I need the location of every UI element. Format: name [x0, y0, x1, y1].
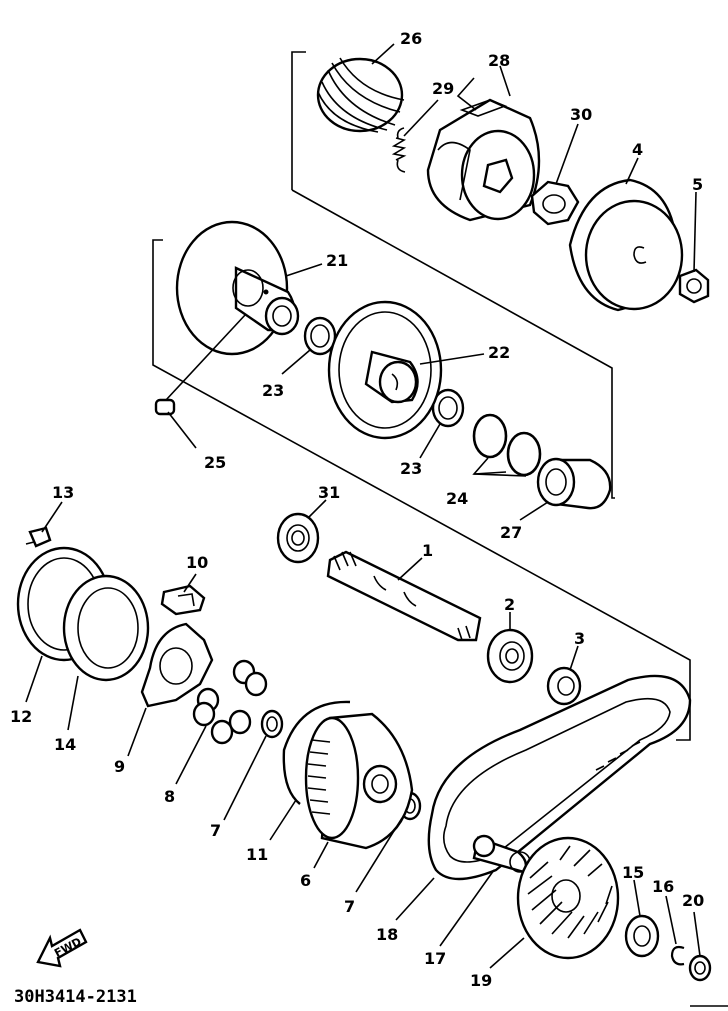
collar-17	[472, 834, 531, 874]
secondary-sliding-sheave-22	[327, 300, 443, 440]
label-29: 29	[432, 79, 454, 98]
label-1: 1	[422, 541, 433, 560]
label-23b: 23	[400, 459, 422, 478]
label-28: 28	[488, 51, 510, 70]
label-9: 9	[114, 757, 125, 776]
label-8: 8	[164, 787, 175, 806]
label-7b: 7	[344, 897, 355, 916]
collar-27	[536, 457, 612, 510]
small-spring-29	[391, 127, 407, 173]
oil-seal-23-upper	[303, 316, 337, 356]
nut-5	[678, 268, 710, 304]
clutch-carrier-28	[426, 98, 541, 222]
screw-13	[25, 526, 52, 548]
washer-20	[688, 954, 712, 982]
group-outline-secondary-sheave	[152, 239, 691, 741]
label-31: 31	[318, 483, 340, 502]
bearing-2	[486, 628, 534, 684]
leader-lines	[25, 43, 701, 969]
label-15: 15	[622, 863, 644, 882]
secondary-fixed-sheave-21	[175, 220, 300, 356]
cam-9	[140, 622, 214, 708]
group-outline-primary-sheave	[291, 51, 615, 499]
nut-30	[530, 180, 580, 226]
oil-seal-23-lower	[431, 388, 465, 428]
label-7a: 7	[210, 821, 221, 840]
slider-10	[160, 584, 206, 616]
fwd-arrow-icon: FWD	[36, 928, 88, 968]
label-17: 17	[424, 949, 446, 968]
bearing-15	[624, 914, 660, 958]
label-27: 27	[500, 523, 522, 542]
label-18: 18	[376, 925, 398, 944]
weights-8	[192, 659, 268, 745]
label-21: 21	[326, 251, 348, 270]
drive-shaft-1	[326, 550, 482, 642]
label-2: 2	[504, 595, 515, 614]
fan-19	[516, 836, 620, 960]
ring-11	[282, 700, 351, 805]
label-12: 12	[10, 707, 32, 726]
o-rings-24	[472, 413, 542, 477]
clutch-housing-4	[568, 178, 684, 312]
label-24: 24	[446, 489, 468, 508]
primary-sliding-sheave-6	[304, 712, 414, 850]
label-19: 19	[470, 971, 492, 990]
label-16: 16	[652, 877, 674, 896]
label-14: 14	[54, 735, 76, 754]
bearing-31	[276, 512, 320, 564]
pin-25	[154, 313, 247, 416]
collar-3	[546, 666, 582, 706]
label-22: 22	[488, 343, 510, 362]
part-labels: 1 2 3 4 5 6 7 7 8 9 10 11 12 13 14 15 16…	[10, 29, 704, 990]
circlip-16	[670, 945, 685, 966]
label-25: 25	[204, 453, 226, 472]
label-6: 6	[300, 871, 311, 890]
label-5: 5	[692, 175, 703, 194]
v-belt-18	[427, 674, 692, 881]
label-20: 20	[682, 891, 704, 910]
label-26: 26	[400, 29, 422, 48]
label-10: 10	[186, 553, 208, 572]
label-11: 11	[246, 845, 268, 864]
label-30: 30	[570, 105, 592, 124]
drawing-code: 30H3414-2131	[14, 987, 137, 1007]
label-13: 13	[52, 483, 74, 502]
plate-14	[62, 574, 150, 682]
collar-7-left	[260, 709, 284, 739]
spring-26	[316, 57, 405, 133]
label-23a: 23	[262, 381, 284, 400]
label-4: 4	[632, 140, 643, 159]
label-3: 3	[574, 629, 585, 648]
